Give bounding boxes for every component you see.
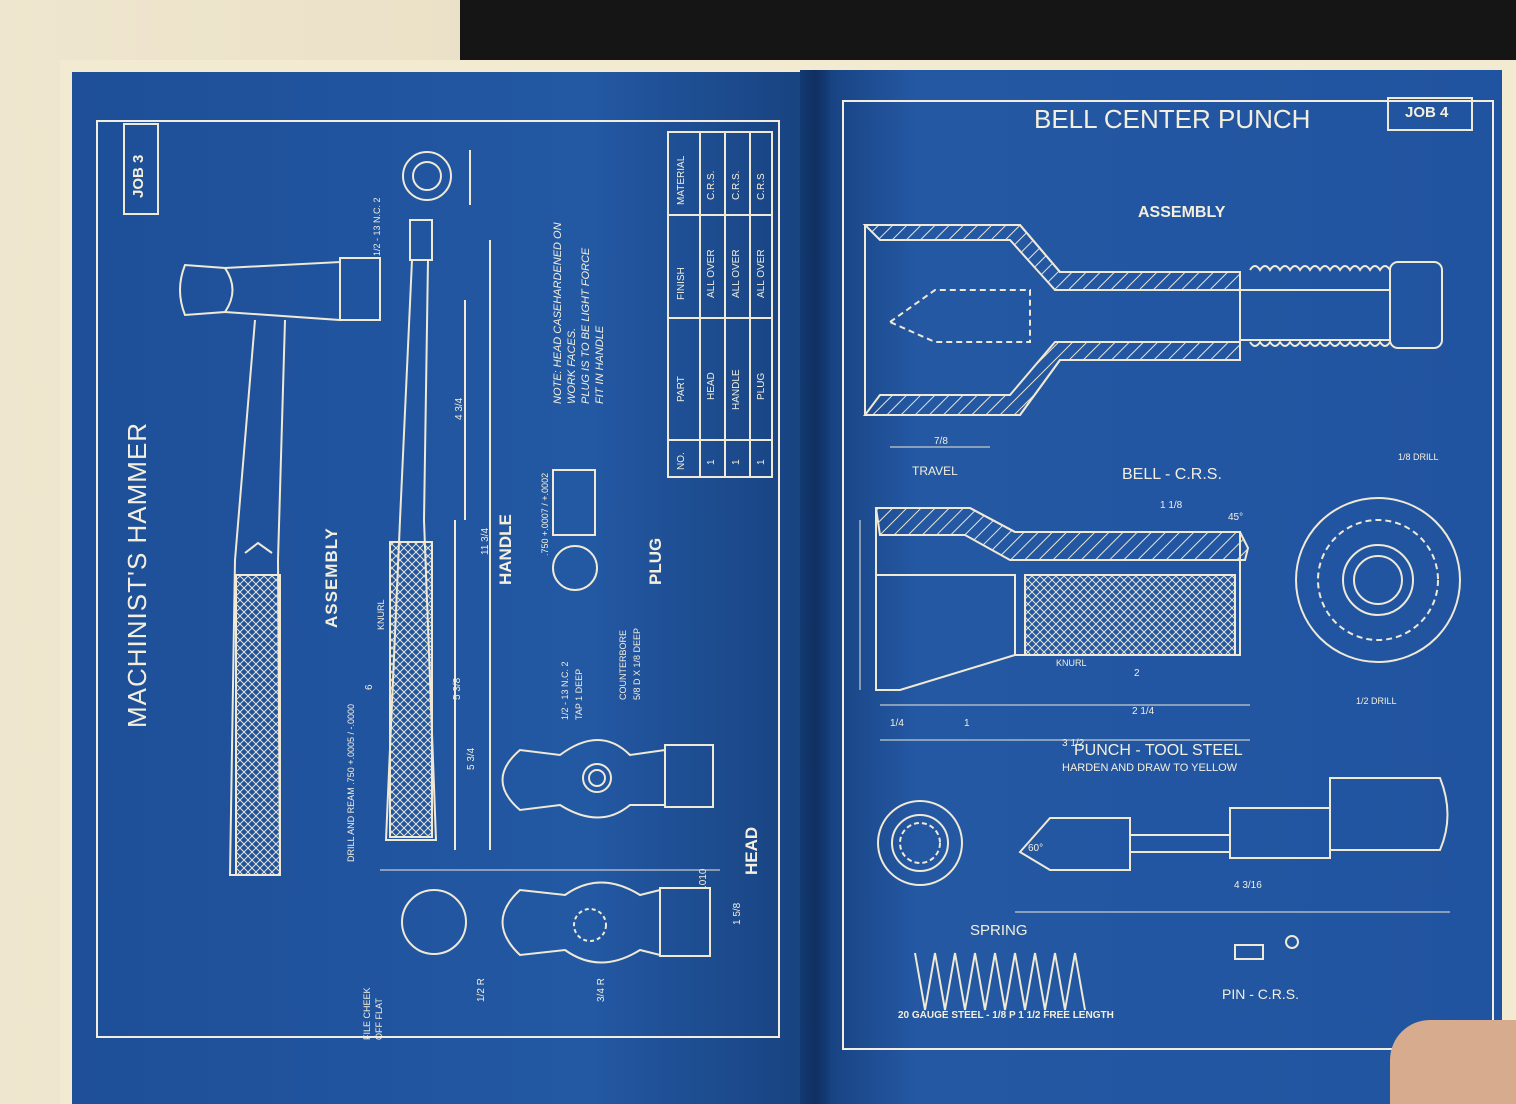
- counterbore-note-1: COUNTERBORE: [618, 629, 628, 700]
- tap-note-1: 1/2 - 13 N.C. 2: [560, 661, 570, 720]
- drill-ream-note: DRILL AND REAM .750 +.0005 / -.0000: [346, 703, 356, 862]
- plug-tolerance: .750 +.0007 / +.0002: [540, 472, 550, 556]
- travel-label: TRAVEL: [912, 464, 958, 478]
- left-blueprint-page: [72, 72, 812, 1104]
- table-r1-material: C.R.S.: [706, 170, 717, 200]
- note-line-3: PLUG IS TO BE LIGHT FORCE: [580, 247, 592, 404]
- dim-radius-2: 3/4 R: [596, 978, 607, 1002]
- left-job-tag: JOB 3: [130, 154, 147, 198]
- table-r3-no: 1: [756, 459, 767, 465]
- dim-travel: 7/8: [934, 436, 948, 447]
- dim-4-3-4: 4 3/4: [454, 397, 465, 420]
- book-gutter: [800, 70, 830, 1104]
- table-header-finish: FINISH: [676, 267, 687, 300]
- angle-45: 45°: [1228, 512, 1244, 523]
- table-r2-finish: ALL OVER: [731, 249, 742, 298]
- dim-radius-1: 1/2 R: [476, 978, 487, 1002]
- thread-note: 1/2 - 13 N.C. 2: [372, 197, 382, 256]
- spring-label: SPRING: [970, 922, 1028, 939]
- file-cheek-1: FILE CHEEK: [362, 987, 372, 1040]
- dim-4-3-16: 4 3/16: [1234, 880, 1262, 891]
- table-r1-part: HEAD: [706, 372, 717, 400]
- dark-cover-behind: [460, 0, 1516, 70]
- table-r3-material: C.R.S: [756, 173, 767, 200]
- dim-2: 2: [1134, 668, 1140, 679]
- dim-11-3-4: 11 3/4: [480, 527, 491, 555]
- dim-1-1-8: 1 1/8: [1160, 500, 1183, 511]
- right-title: BELL CENTER PUNCH: [1034, 104, 1311, 134]
- counterbore-note-2: 5/8 D X 1/8 DEEP: [632, 627, 642, 700]
- head-label: HEAD: [742, 826, 761, 875]
- dim-6: 6: [364, 684, 375, 690]
- left-page-border: [96, 120, 780, 1038]
- dim-1-4: 1/4: [890, 718, 904, 729]
- spring-note: 20 GAUGE STEEL - 1/8 P 1 1/2 FREE LENGTH: [898, 1010, 1114, 1021]
- table-r1-finish: ALL OVER: [706, 249, 717, 298]
- handle-label: HANDLE: [496, 514, 515, 585]
- pin-label: PIN - C.R.S.: [1222, 986, 1300, 1002]
- dim-010: .010: [698, 868, 709, 888]
- dim-2-1-4: 2 1/4: [1132, 706, 1155, 717]
- punch-sublabel: HARDEN AND DRAW TO YELLOW: [1062, 762, 1238, 774]
- dim-1: 1: [964, 718, 970, 729]
- table-r2-part: HANDLE: [731, 369, 742, 410]
- note-line-4: FIT IN HANDLE: [594, 325, 606, 404]
- knurl-label-right: KNURL: [1056, 658, 1087, 668]
- note-line-2: WORK FACES.: [566, 327, 578, 404]
- table-header-material: MATERIAL: [676, 155, 687, 205]
- thumb: [1390, 1020, 1516, 1104]
- left-title: MACHINIST'S HAMMER: [122, 421, 152, 728]
- table-r1-no: 1: [706, 459, 717, 465]
- table-r2-material: C.R.S.: [731, 170, 742, 200]
- punch-label: PUNCH - TOOL STEEL: [1074, 742, 1243, 759]
- file-cheek-2: OFF FLAT: [374, 998, 384, 1040]
- bell-label: BELL - C.R.S.: [1122, 466, 1222, 483]
- angle-60: 60°: [1028, 843, 1044, 854]
- right-page-border: [842, 100, 1494, 1050]
- right-job-tag: JOB 4: [1405, 104, 1449, 121]
- table-r3-finish: ALL OVER: [756, 249, 767, 298]
- knurl-label-left: KNURL: [376, 599, 386, 630]
- assembly-label-right: ASSEMBLY: [1138, 204, 1226, 221]
- note-line-1: NOTE: HEAD CASEHARDENED ON: [552, 222, 564, 404]
- drill-bottom-note: 1/2 DRILL: [1356, 696, 1397, 706]
- dim-5-3-4: 5 3/4: [466, 747, 477, 770]
- table-r3-part: PLUG: [756, 372, 767, 400]
- table-header-no: NO.: [676, 452, 687, 470]
- dim-3-1-2: 3 1/2: [1062, 738, 1085, 749]
- table-header-part: PART: [676, 376, 687, 402]
- dim-1-5-8: 1 5/8: [732, 902, 743, 925]
- drill-top-note: 1/8 DRILL: [1398, 452, 1439, 462]
- plug-label: PLUG: [646, 537, 665, 585]
- dim-5-3-8: 5 3/8: [452, 677, 463, 700]
- assembly-label-left: ASSEMBLY: [322, 527, 341, 628]
- table-r2-no: 1: [731, 459, 742, 465]
- tap-note-2: TAP 1 DEEP: [574, 668, 584, 720]
